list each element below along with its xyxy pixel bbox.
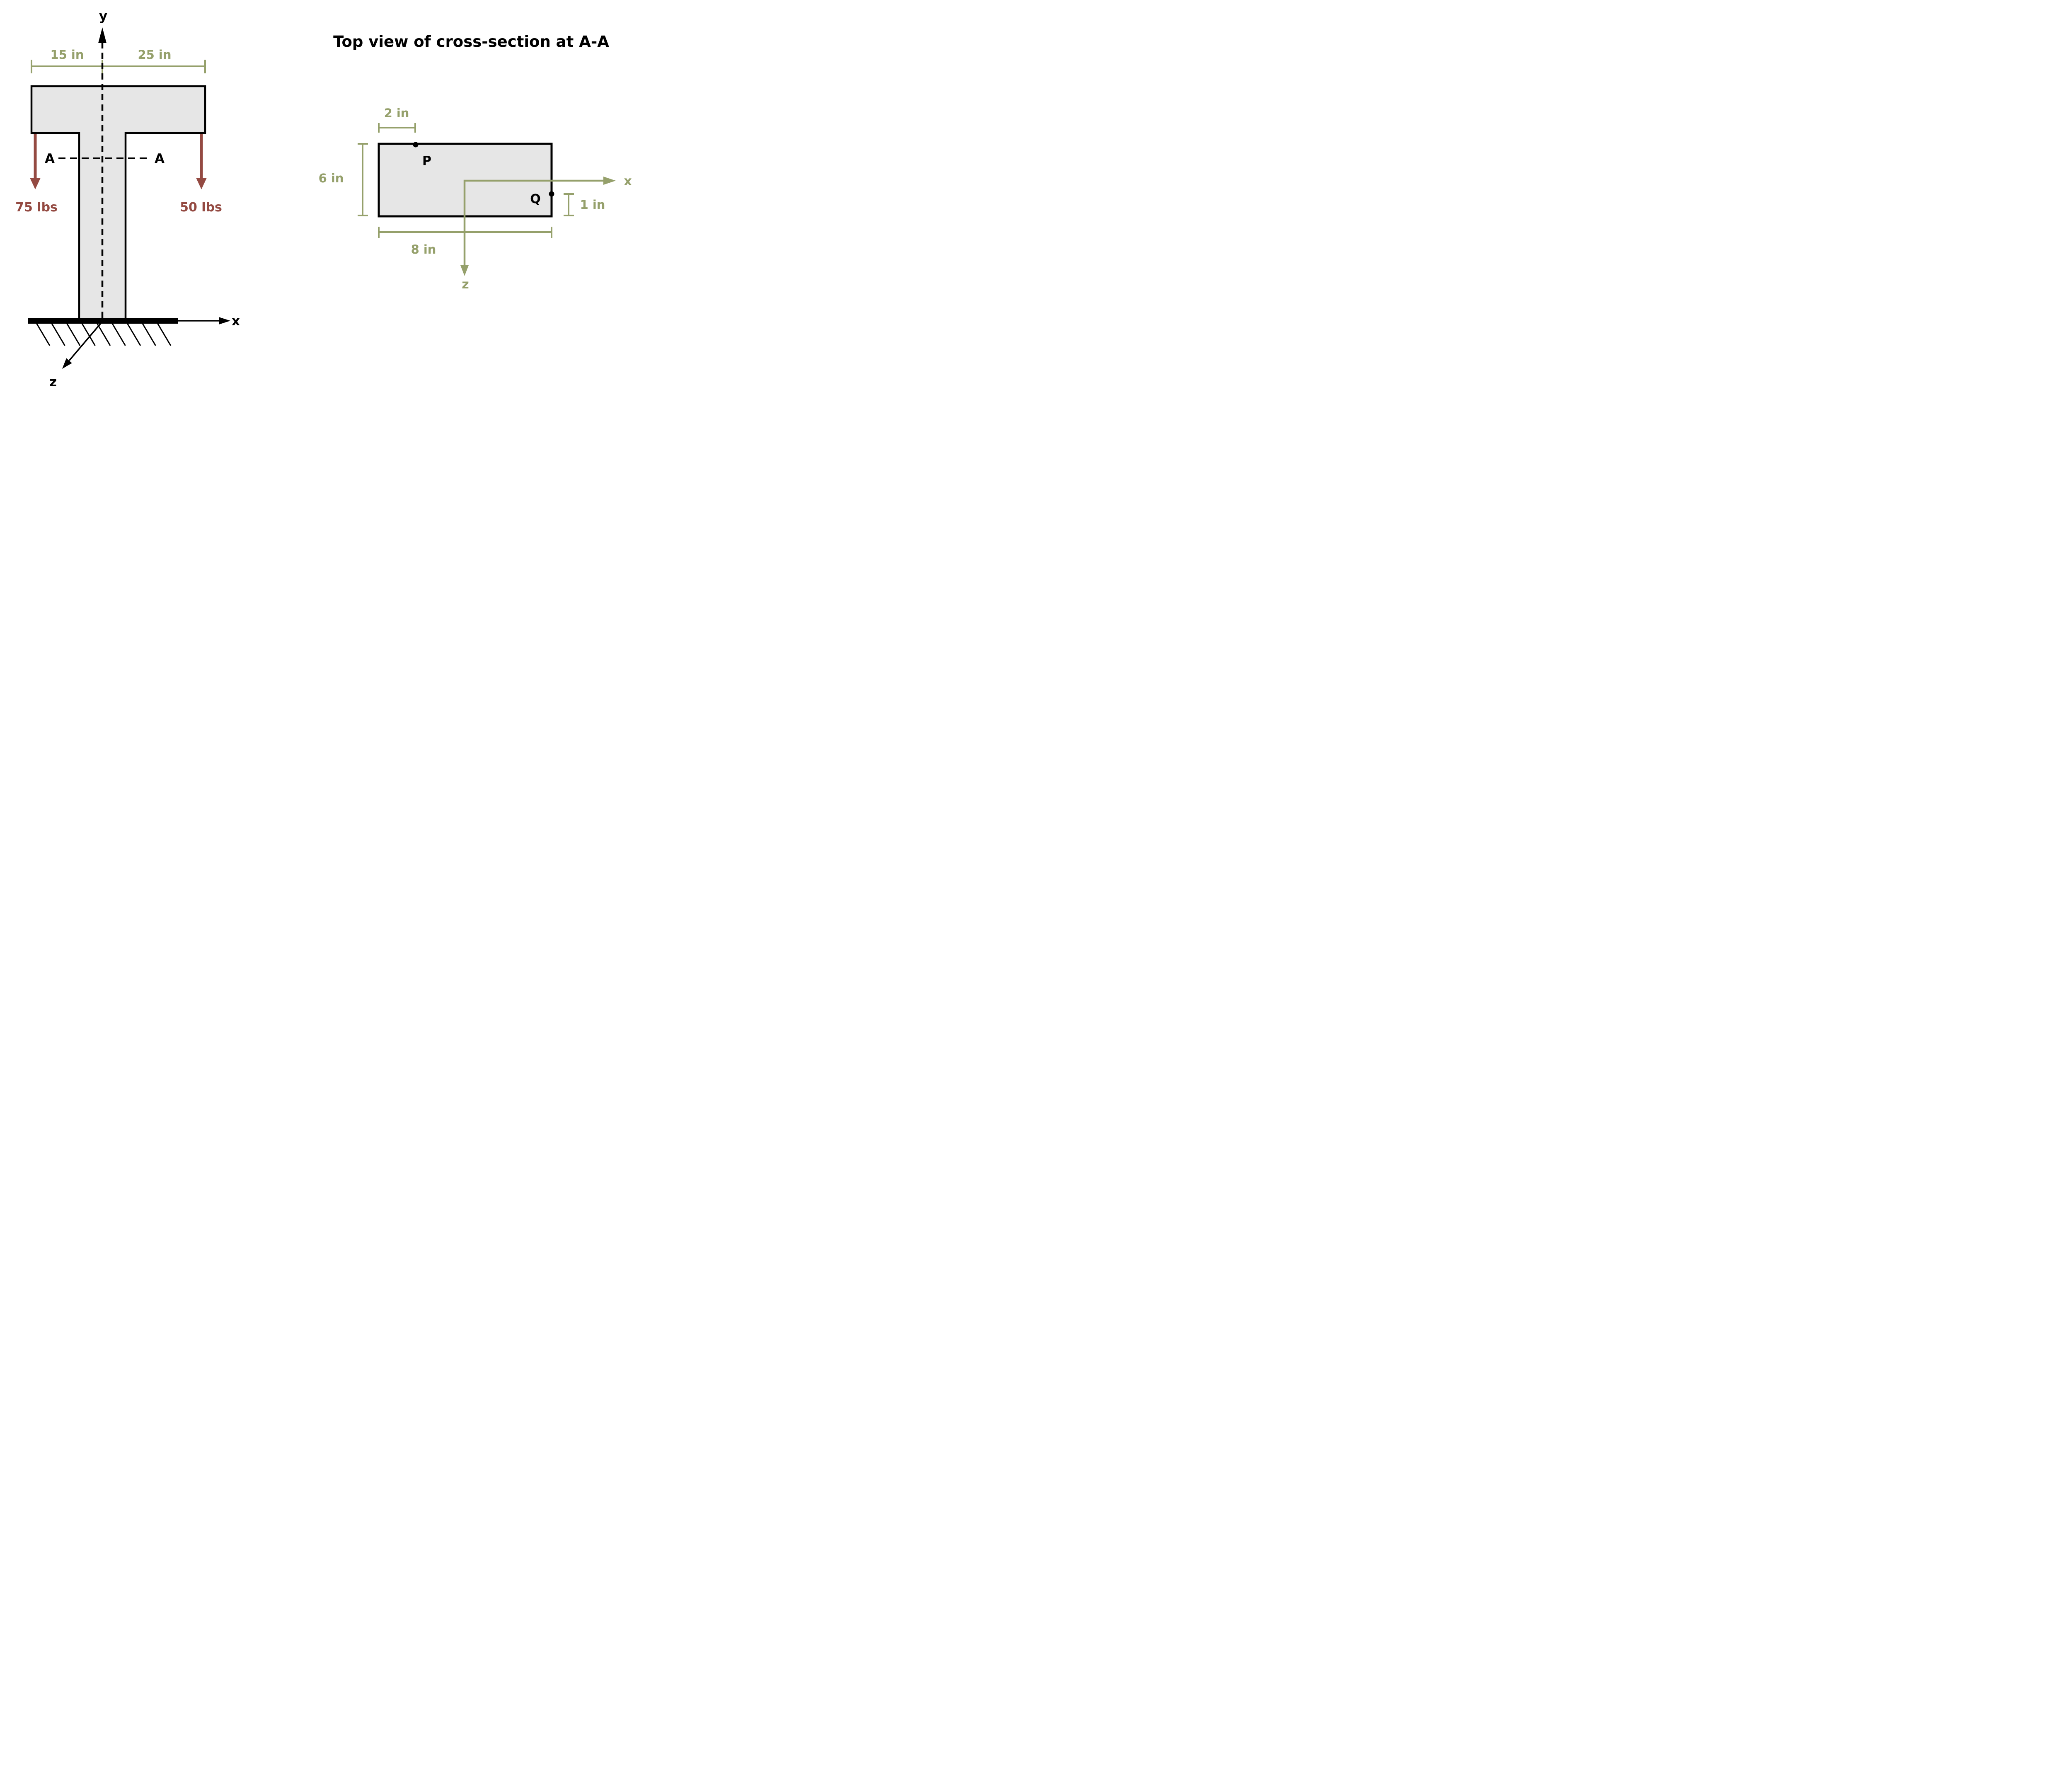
section-label-left: A [45,151,55,166]
section-line-a-a: A A [45,151,165,166]
dim-8in-label: 8 in [411,242,436,257]
load-75-arrowhead-icon [30,178,41,189]
hatch-line [142,323,156,346]
diagram-canvas: 15 in 25 in y A A 75 lbs [0,0,640,394]
load-50-label: 50 lbs [180,200,222,215]
y-axis: y [98,9,107,318]
ground-hatching [36,323,172,346]
point-q: Q [530,191,554,206]
t-column-elevation: 15 in 25 in y A A 75 lbs [15,9,240,390]
y-axis-label: y [99,9,107,24]
hatch-line [66,323,81,346]
elevation-x-arrowhead-icon [219,317,230,324]
y-axis-arrowhead-icon [98,27,107,43]
dim-6in: 6 in [319,143,368,216]
hatch-line [51,323,65,346]
dim-1in-label: 1 in [580,198,605,212]
hatch-line [157,323,172,346]
section-x-arrowhead-icon [603,177,616,185]
hatch-line [96,323,111,346]
dim-15in-label: 15 in [50,48,84,62]
point-q-dot-icon [549,191,554,197]
section-x-axis-label: x [624,174,632,189]
dim-2in-label: 2 in [384,106,409,120]
section-z-axis-label: z [462,277,469,292]
top-width-dimension: 15 in 25 in [31,48,206,73]
hatch-line [81,323,96,346]
cross-section-top-view: Top view of cross-section at A-A 2 in 6 … [319,33,632,292]
elevation-z-axis: z [49,319,105,390]
hatch-line [36,323,51,346]
ground-support [28,318,178,346]
elevation-z-arrowhead-icon [62,358,72,369]
section-axes-lines [463,179,604,267]
load-75-label: 75 lbs [15,200,58,215]
section-axes: x z [460,174,632,292]
hatch-line [126,323,141,346]
load-arrow-75lbs: 75 lbs [15,134,58,215]
dim-6in-label: 6 in [319,171,344,185]
point-p-dot-icon [413,142,419,148]
section-z-arrowhead-icon [460,265,469,276]
section-label-right: A [155,151,165,166]
hatch-line [111,323,126,346]
point-p: P [413,142,431,168]
dim-2in: 2 in [378,106,416,133]
point-p-label: P [422,154,431,168]
elevation-z-axis-label: z [49,375,57,390]
dim-1in: 1 in [564,193,605,216]
elevation-z-axis-line [68,319,105,361]
elevation-x-axis: x [178,314,240,329]
point-q-label: Q [530,192,541,206]
dim-25in-label: 25 in [138,48,171,62]
elevation-x-axis-label: x [232,314,240,329]
load-arrow-50lbs: 50 lbs [180,134,222,215]
page-title: Top view of cross-section at A-A [333,33,609,51]
statics-diagram: 15 in 25 in y A A 75 lbs [15,9,632,390]
load-50-arrowhead-icon [196,178,207,189]
